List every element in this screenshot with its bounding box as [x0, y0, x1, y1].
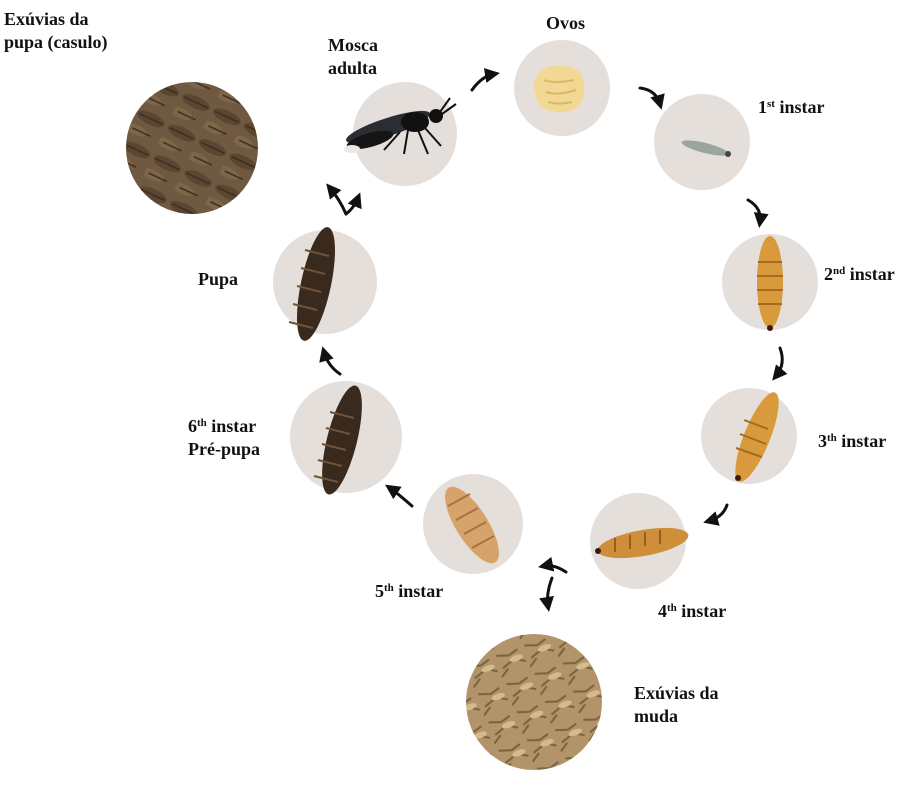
arrow-instar1-to-instar2: [748, 200, 760, 222]
arrow-instar6-to-pupa: [324, 352, 340, 374]
adult-label-line2: adulta: [328, 57, 378, 80]
adult-fly-label: Mosca adulta: [328, 34, 378, 80]
arrow-pupa-to-adult: [330, 188, 346, 214]
pupal-exuviae-label-line1: Exúvias da: [4, 8, 108, 31]
pupal-exuviae-photo: [126, 82, 258, 214]
instar3-label: 3th instar: [818, 430, 886, 453]
molt-exuviae-label: Exúvias da muda: [634, 682, 719, 728]
pupal-exuviae-label: Exúvias da pupa (casulo): [4, 8, 108, 54]
arrow-eggs-to-instar1: [640, 88, 660, 104]
arrow-instar2-to-instar3: [776, 348, 782, 376]
eggs-icon: [534, 66, 585, 113]
arrow-to-molt-exuviae: [548, 578, 553, 606]
arrow-adult-to-eggs: [472, 74, 494, 90]
instar6-prepupa-label: 6th instar Pré-pupa: [188, 415, 260, 461]
arrow-instar5-to-instar6: [390, 488, 412, 506]
molt-exuviae-photo: [466, 634, 602, 770]
instar1-label: 1st instar: [758, 96, 824, 119]
instar6-label-line1: 6th instar: [188, 415, 260, 438]
instar2-label: 2nd instar: [824, 263, 895, 286]
arrow-instar4-to-instar5: [544, 566, 566, 572]
pupal-exuviae-label-line2: pupa (casulo): [4, 31, 108, 54]
eggs-label: Ovos: [546, 12, 585, 35]
pupa-label: Pupa: [198, 268, 238, 291]
arrow-to-pupal-exuviae: [346, 198, 358, 214]
molt-exuviae-label-line1: Exúvias da: [634, 682, 719, 705]
instar1-stage-circle: [654, 94, 750, 190]
arrow-instar3-to-instar4: [709, 505, 727, 521]
instar4-label: 4th instar: [658, 600, 726, 623]
instar5-label: 5th instar: [375, 580, 443, 603]
instar6-label-line2: Pré-pupa: [188, 438, 260, 461]
molt-exuviae-label-line2: muda: [634, 705, 719, 728]
adult-label-line1: Mosca: [328, 34, 378, 57]
